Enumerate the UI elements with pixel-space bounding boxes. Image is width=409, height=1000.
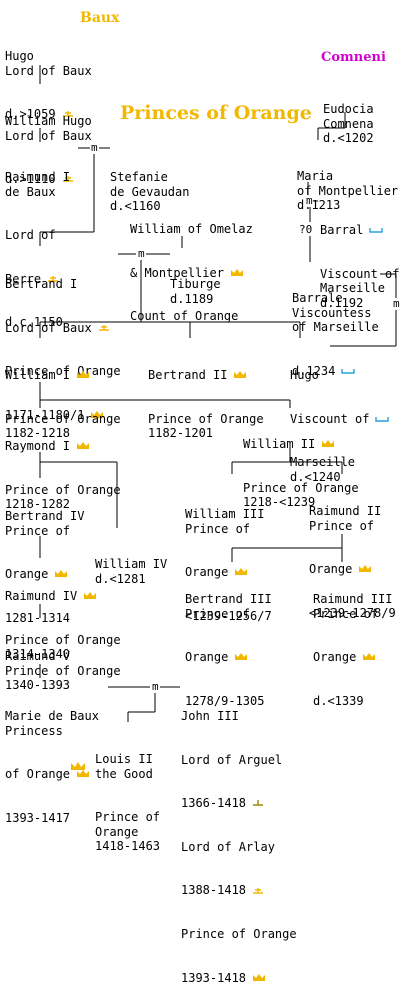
person-william-omelaz: William of Omelaz & Montpellier Count of… <box>130 222 253 324</box>
marriage-marker: m <box>305 194 314 207</box>
marriage-marker: m <box>90 141 99 154</box>
crown-icon <box>76 368 90 383</box>
crown-icon <box>70 760 86 774</box>
star-coronet-icon <box>252 796 264 811</box>
crown-icon <box>321 437 335 452</box>
crown-icon <box>362 650 376 665</box>
crown-icon <box>76 439 90 454</box>
crown-icon <box>76 767 90 782</box>
marriage-marker: m <box>151 680 160 693</box>
header-baux: Baux <box>80 10 120 26</box>
crown-icon <box>234 650 248 665</box>
coronet-blue-icon <box>375 412 390 427</box>
star-coronet-icon <box>47 272 59 287</box>
crown-icon <box>252 971 266 986</box>
uncertain-marker: ?0 <box>298 223 314 236</box>
marriage-marker: m <box>392 297 401 310</box>
crown-icon <box>230 266 244 281</box>
coronet-blue-icon <box>369 223 384 238</box>
header-comneni: Comneni <box>321 50 386 65</box>
crown-icon <box>233 368 247 383</box>
crown-icon <box>83 589 97 604</box>
star-coronet-icon <box>62 172 74 187</box>
header-princes-of-orange: Princes of Orange <box>120 102 312 124</box>
star-coronet-icon <box>252 884 264 899</box>
person-bertrand-i: Bertrand I Lord of Baux Prince of Orange… <box>5 277 121 423</box>
coronet-blue-icon <box>341 364 356 379</box>
crown-icon <box>54 567 68 582</box>
crown-icon <box>358 562 372 577</box>
marriage-marker: m <box>137 247 146 260</box>
crown-icon <box>90 408 104 423</box>
person-john-iii: John III Lord of Arguel 1366-1418 Lord o… <box>181 709 297 986</box>
crown-icon <box>234 565 248 580</box>
star-coronet-icon <box>62 107 74 122</box>
star-coronet-icon <box>98 321 110 336</box>
family-tree-lines <box>39 65 397 722</box>
